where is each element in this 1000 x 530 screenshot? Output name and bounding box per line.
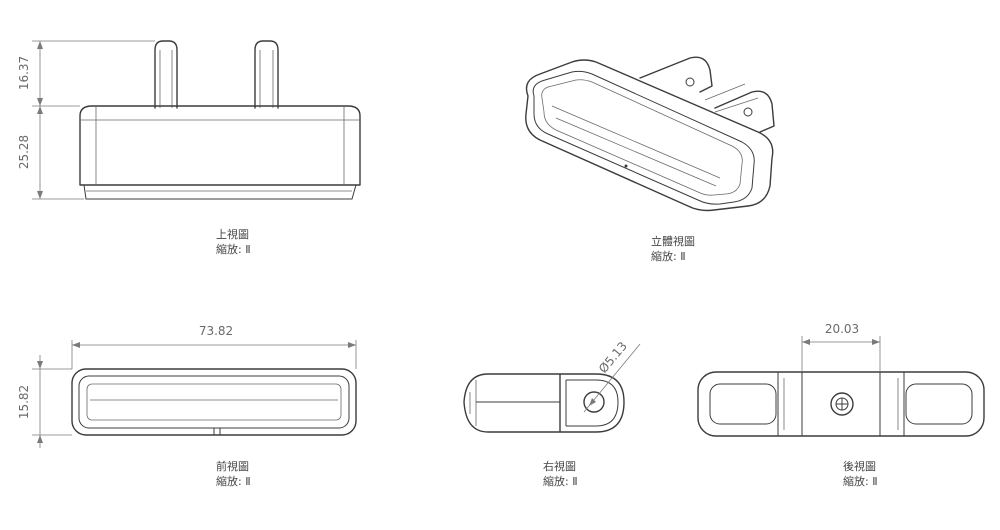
top-view-body xyxy=(79,105,361,186)
top-view-base xyxy=(83,184,357,200)
right-view-bracket xyxy=(559,373,625,433)
top-view-pin-left xyxy=(154,40,178,109)
top-view: 16.37 25.28 上視圖 縮放: Ⅱ xyxy=(17,40,361,256)
rear-view-outer xyxy=(697,371,985,437)
front-view-channel xyxy=(86,383,342,421)
dim-front-height: 15.82 xyxy=(17,385,31,419)
right-view-hole xyxy=(583,391,605,413)
iso-view-bracket-front xyxy=(714,90,775,133)
iso-view-scale: 縮放: Ⅱ xyxy=(651,249,686,263)
iso-view-bracket-back xyxy=(639,56,713,93)
dim-pin-height: 16.37 xyxy=(17,56,31,90)
rear-view-pad-right xyxy=(905,383,973,425)
top-view-pin-right xyxy=(254,40,279,109)
front-view-title: 前視圖 xyxy=(216,459,249,473)
top-view-title: 上視圖 xyxy=(216,227,249,241)
rear-view: 20.03 後視圖 縮放: Ⅱ xyxy=(697,322,985,488)
iso-view-title: 立體視圖 xyxy=(651,234,695,248)
iso-view-face-outer xyxy=(532,70,755,205)
right-view: Ø5.13 右視圖 縮放: Ⅱ xyxy=(463,339,641,488)
right-view-scale: 縮放: Ⅱ xyxy=(543,474,578,488)
dim-rear-spacing: 20.03 xyxy=(825,322,859,336)
rear-view-scale: 縮放: Ⅱ xyxy=(843,474,878,488)
iso-view-housing xyxy=(525,59,774,212)
rear-view-pad-left xyxy=(709,383,777,425)
rear-view-title: 後視圖 xyxy=(843,459,876,473)
rear-view-screw xyxy=(830,392,854,416)
isometric-view: 立體視圖 縮放: Ⅱ xyxy=(525,56,775,263)
right-view-cap xyxy=(463,373,561,433)
dim-hole-diameter: Ø5.13 xyxy=(596,339,630,376)
dim-front-width: 73.82 xyxy=(199,324,233,338)
top-view-scale: 縮放: Ⅱ xyxy=(216,242,251,256)
dim-body-height: 25.28 xyxy=(17,135,31,169)
front-view-outer xyxy=(71,368,357,436)
front-view: 73.82 15.82 前視圖 縮放: Ⅱ xyxy=(17,324,357,488)
front-view-scale: 縮放: Ⅱ xyxy=(216,474,251,488)
right-view-title: 右視圖 xyxy=(543,459,576,473)
iso-view-face-inner xyxy=(541,79,743,196)
